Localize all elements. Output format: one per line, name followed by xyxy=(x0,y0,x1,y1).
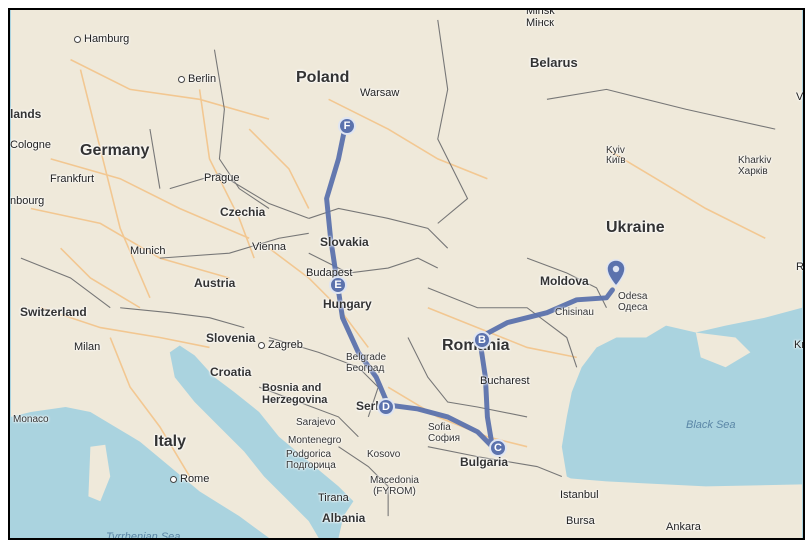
city-label-podgorica: Podgorica xyxy=(286,449,332,460)
city-label-sarajevo: Sarajevo xyxy=(296,417,336,428)
city-label-milan: Milan xyxy=(74,341,101,353)
island xyxy=(88,444,111,502)
sea-label-black-sea: Black Sea xyxy=(686,419,736,431)
city-label-berlin: Berlin xyxy=(178,73,216,86)
country-label-croatia: Croatia xyxy=(210,365,252,379)
country-label-belarus: Belarus xyxy=(530,55,578,70)
city-label-edge-r: R xyxy=(796,261,804,273)
city-label-zagreb: Zagreb xyxy=(258,339,303,352)
country-label-austria: Austria xyxy=(194,276,236,290)
city-label-rome: Rome xyxy=(170,473,209,486)
country-label-montenegro: Montenegro xyxy=(288,435,342,446)
route-marker-e[interactable]: E xyxy=(329,276,347,294)
city-label-odesa-local: Одеса xyxy=(618,302,648,313)
country-label-monaco: Monaco xyxy=(13,414,49,425)
country-label-albania: Albania xyxy=(322,511,366,525)
city-label-minsk-local: Мінск xyxy=(526,17,554,29)
city-label-kyiv: Kyiv xyxy=(606,145,625,156)
city-label-lands: lands xyxy=(10,107,42,121)
route-marker-b[interactable]: B xyxy=(473,331,491,349)
country-label-ukraine: Ukraine xyxy=(606,219,665,236)
city-label-sofia: Sofia xyxy=(428,422,451,433)
country-label-switzerland: Switzerland xyxy=(20,305,87,319)
land-turkey xyxy=(527,476,803,538)
city-label-odesa: Odesa xyxy=(618,291,648,302)
city-label-vienna: Vienna xyxy=(252,241,287,253)
country-label-bulgaria: Bulgaria xyxy=(460,455,509,469)
location-pin-icon[interactable] xyxy=(606,259,626,292)
city-label-bucharest: Bucharest xyxy=(480,375,530,387)
city-label-belgrade-local: Београд xyxy=(346,363,385,374)
city-label-frankfurt: Frankfurt xyxy=(50,173,95,185)
city-label-ankara: Ankara xyxy=(666,521,701,533)
country-label-poland: Poland xyxy=(296,69,350,86)
country-label-hungary: Hungary xyxy=(323,297,372,311)
city-label-podgorica-local: Подгорица xyxy=(286,460,336,471)
city-label-kharkiv: Kharkiv xyxy=(738,155,772,166)
city-label-bursa: Bursa xyxy=(566,515,595,527)
land-mass xyxy=(10,10,803,538)
city-label-belgrade: Belgrade xyxy=(346,352,387,363)
map-view[interactable]: Minsk Мінск Poland Belarus Germany Czech… xyxy=(8,8,805,540)
country-label-macedonia: Macedonia (FYROM) xyxy=(370,475,419,497)
city-label-minsk: Minsk xyxy=(526,8,555,17)
sea-label-tyrrhenian: Tyrrhenian Sea xyxy=(106,531,181,540)
land-crimea xyxy=(695,332,751,368)
city-label-sofia-local: София xyxy=(428,433,461,444)
country-label-kosovo: Kosovo xyxy=(367,449,401,460)
city-label-nbourg: nbourg xyxy=(10,195,45,207)
city-label-cologne: Cologne xyxy=(10,139,51,151)
country-label-italy: Italy xyxy=(154,433,187,450)
city-label-munich: Munich xyxy=(130,245,166,257)
city-label-kyiv-local: Київ xyxy=(606,155,626,166)
city-label-chisinau: Chisinau xyxy=(555,307,594,318)
country-label-slovenia: Slovenia xyxy=(206,331,256,345)
country-label-czechia: Czechia xyxy=(220,205,266,219)
route-line xyxy=(324,122,615,450)
route-marker-c[interactable]: C xyxy=(489,439,507,457)
country-label-bosnia: Bosnia and Herzegovina xyxy=(262,382,328,406)
country-label-moldova: Moldova xyxy=(540,274,589,288)
map-canvas xyxy=(10,10,803,538)
city-label-edge-v: V xyxy=(796,91,804,103)
country-label-germany: Germany xyxy=(80,142,150,159)
city-label-edge-kr: Kr xyxy=(794,339,805,351)
city-label-istanbul: Istanbul xyxy=(560,489,599,501)
route-marker-f[interactable]: F xyxy=(338,117,356,135)
city-label-hamburg: Hamburg xyxy=(74,33,129,46)
country-label-slovakia: Slovakia xyxy=(320,235,369,249)
city-label-tirana: Tirana xyxy=(318,492,349,504)
city-label-warsaw: Warsaw xyxy=(360,87,400,99)
city-label-budapest: Budapest xyxy=(306,267,353,279)
route-marker-d[interactable]: D xyxy=(377,398,395,416)
city-label-prague: Prague xyxy=(204,172,240,184)
city-label-kharkiv-local: Харків xyxy=(738,166,768,177)
